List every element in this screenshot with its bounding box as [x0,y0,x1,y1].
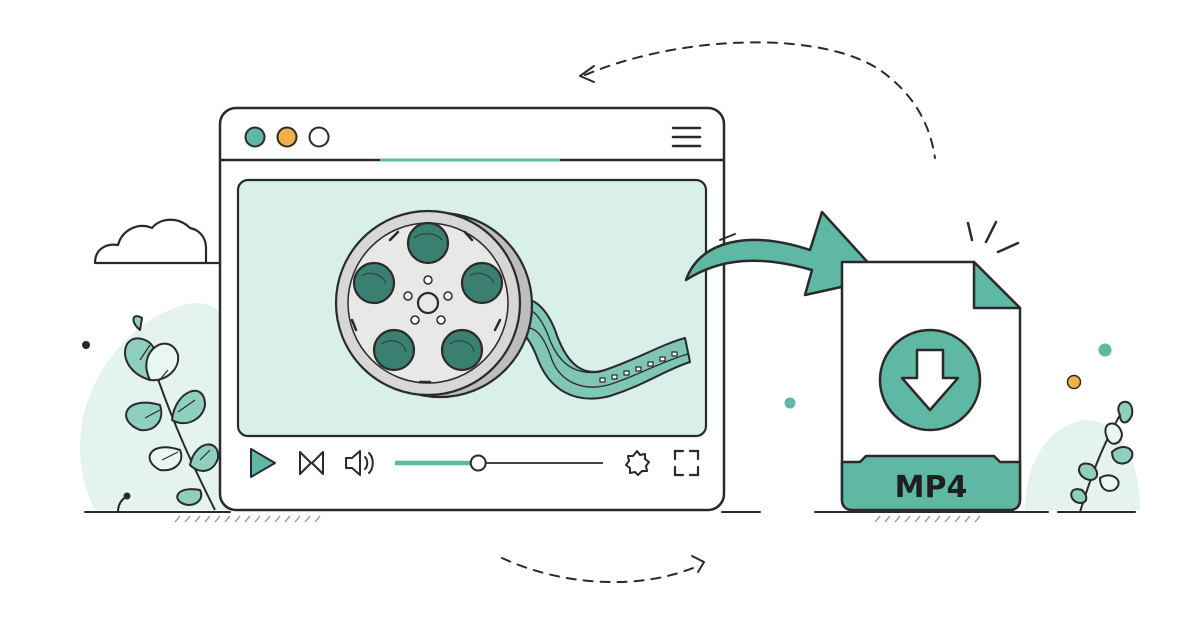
dashed-arcs [501,41,936,584]
dot-dark [82,341,90,349]
settings-icon[interactable] [625,450,650,476]
traffic-light-teal[interactable] [244,126,266,148]
arc-arrowheads [579,65,705,573]
player-controls [250,448,700,478]
hamburger-icon[interactable] [671,126,702,148]
traffic-light-white[interactable] [308,126,330,148]
volume-icon[interactable] [345,450,374,476]
file-label-band [840,454,1022,512]
browser-window [218,106,726,512]
dot-orange [1066,374,1082,390]
file-corner-fold [972,260,1022,310]
convert-arrow-icon [684,210,884,297]
ground-hatch [174,515,981,523]
top-dashed-arc [584,41,936,159]
left-plant-icon [124,315,220,511]
play-icon[interactable] [250,448,276,478]
sprout-icon [117,492,131,513]
top-arrowhead-icon [579,65,595,83]
dot-teal [784,397,796,409]
skip-icon[interactable] [299,451,324,475]
progress-handle[interactable] [469,454,487,472]
cloud-icon [93,218,208,265]
download-arrow-icon [878,328,982,432]
dot-teal-right [1098,343,1112,357]
sparkle-lines [966,220,1020,254]
format-label: MP4 [895,470,968,505]
mp4-file[interactable]: MP4 [840,260,1022,512]
bottom-arrowhead-icon [691,555,705,573]
film-reel-icon [334,209,534,399]
bottom-dashed-arc [501,557,701,584]
fullscreen-icon[interactable] [673,449,700,477]
traffic-light-orange[interactable] [276,126,298,148]
right-plant-icon [1070,400,1134,513]
